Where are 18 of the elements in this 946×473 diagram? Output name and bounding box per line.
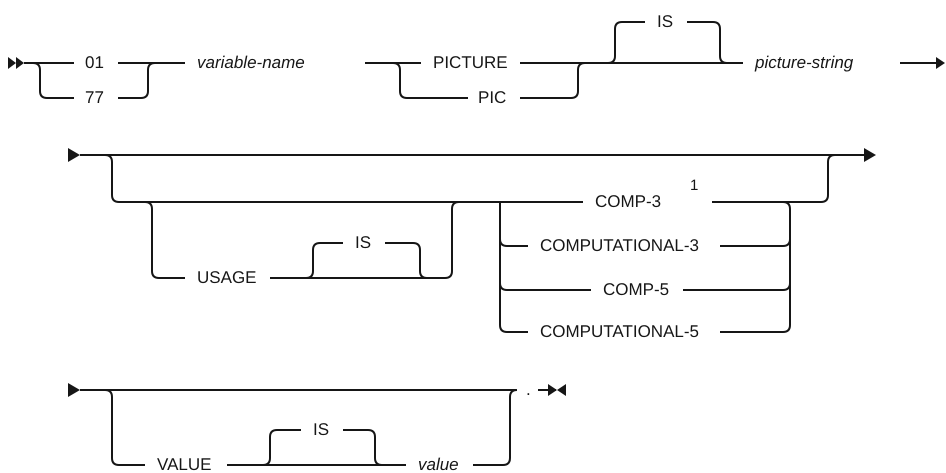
- keyword: PIC: [478, 87, 506, 109]
- level-number: 01: [85, 52, 104, 74]
- period: .: [526, 379, 531, 401]
- level-number: 77: [85, 87, 104, 109]
- keyword: COMP-5: [603, 279, 670, 301]
- keyword: USAGE: [197, 267, 257, 289]
- keyword: COMPUTATIONAL-3: [540, 235, 699, 257]
- keyword: COMPUTATIONAL-5: [540, 321, 699, 343]
- variable-term: picture-string: [755, 52, 854, 74]
- keyword: VALUE: [157, 454, 212, 473]
- keyword: PICTURE: [433, 52, 508, 74]
- keyword: COMP-3: [595, 191, 662, 213]
- keyword: IS: [313, 419, 330, 441]
- keyword: IS: [657, 11, 674, 33]
- variable-term: value: [418, 454, 459, 473]
- keyword: IS: [355, 232, 372, 254]
- footnote-mark: 1: [690, 176, 698, 196]
- variable-term: variable-name: [197, 52, 305, 74]
